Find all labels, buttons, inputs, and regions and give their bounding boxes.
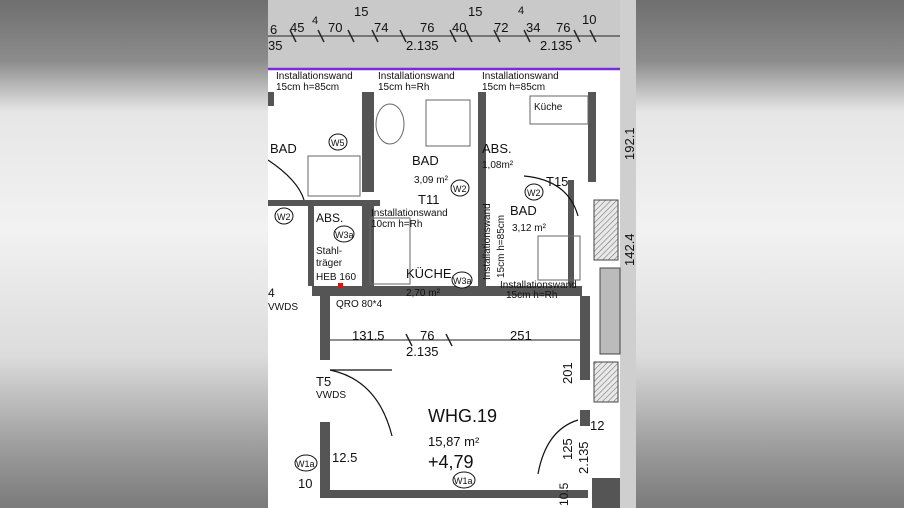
marker-w3a-left: W3a [335, 230, 354, 240]
dim-top-0: 6 [270, 22, 277, 37]
marker-w2-left: W2 [277, 212, 291, 222]
dim-top-12: 76 [556, 20, 570, 35]
dim-12-5: 12.5 [332, 450, 357, 465]
dim-192-1: 192.1 [622, 127, 636, 160]
kuche-top-label: Küche [534, 102, 563, 113]
room-bad-mid: BAD [412, 153, 439, 168]
room-abs-top: ABS. [482, 141, 512, 156]
room-bad-mid-area: 3,09 m² [414, 175, 449, 186]
dim-top-3: 70 [328, 20, 342, 35]
dim-top-1: 45 [290, 20, 304, 35]
inst-wand-bottom: Installationswand [500, 280, 577, 291]
mid-ticks [405, 333, 453, 347]
room-bad-right: BAD [510, 203, 537, 218]
marker-w1a-left: W1a [296, 459, 315, 469]
hatched-wall-2 [593, 361, 619, 403]
room-bad-right-area: 3,12 m² [512, 223, 547, 234]
door-t5-vwds: VWDS [316, 390, 346, 401]
door-t15: T15 [546, 174, 568, 189]
inst-wand-10-label: Installationswand [371, 208, 448, 219]
dim-mid-2: 2.135 [540, 38, 573, 53]
inst-wand-vertical: Installationswand [482, 203, 493, 280]
floor-plan-image: 6 45 4 70 15 74 76 40 15 72 4 34 76 10 3… [268, 0, 636, 508]
steel-beam-2: träger [316, 258, 343, 269]
dim-12: 12 [590, 418, 604, 433]
dim-125: 125 [560, 438, 575, 460]
inst-wand-height-3: 15cm h=85cm [482, 82, 545, 93]
steel-beam-1: Stahl- [316, 246, 342, 257]
inst-wand-10-height: 10cm h=Rh [371, 219, 422, 230]
dim-top-5: 74 [374, 20, 388, 35]
dim-mid-0: 35 [268, 38, 282, 53]
room-abs-left: ABS. [316, 211, 343, 225]
vwds-left: VWDS [268, 302, 298, 313]
dim-top-11: 34 [526, 20, 540, 35]
qro-label: QRO 80*4 [336, 299, 383, 310]
room-kuche: KÜCHE [406, 266, 452, 281]
inst-wand-label-2: Installationswand [378, 71, 455, 82]
marker-w5: W5 [331, 138, 345, 148]
dim-201: 201 [560, 362, 575, 384]
dim-2-135: 2.135 [406, 344, 439, 359]
dim-top-7: 40 [452, 20, 466, 35]
dim-top-9: 72 [494, 20, 508, 35]
dim-top-8: 15 [468, 4, 482, 19]
dim-top-6: 76 [420, 20, 434, 35]
room-bad-left: BAD [270, 141, 297, 156]
dim-142-4: 142.4 [622, 233, 636, 266]
dim-top-4: 15 [354, 4, 368, 19]
blurred-background-right [636, 0, 904, 508]
marker-w1a-bottom: W1a [454, 476, 473, 486]
dim-76: 76 [420, 328, 434, 343]
blurred-background-left [0, 0, 268, 508]
dim-top-2: 4 [312, 15, 318, 27]
marker-w2-right: W2 [527, 188, 541, 198]
dimension-ticks [289, 29, 597, 43]
wall-type-markers [274, 133, 544, 489]
room-abs-top-area: 1,08m² [482, 160, 514, 171]
dim-131-5: 131.5 [352, 328, 385, 343]
dim-top-13: 10 [582, 12, 596, 27]
door-t5: T5 [316, 374, 331, 389]
dim-2-135-vertical: 2.135 [576, 441, 591, 474]
num-4: 4 [268, 286, 275, 300]
marker-w2-mid: W2 [453, 184, 467, 194]
door-t11: T11 [418, 192, 439, 207]
apartment-area: 15,87 m² [428, 434, 480, 449]
dim-mid-1: 2.135 [406, 38, 439, 53]
dim-10-5: 10.5 [557, 482, 571, 506]
door-swings [268, 159, 579, 475]
right-margin-band [620, 0, 636, 508]
inst-wand-label-1: Installationswand [276, 71, 353, 82]
inst-wand-height-1: 15cm h=85cm [276, 82, 339, 93]
floor-plan-drawing: 6 45 4 70 15 74 76 40 15 72 4 34 76 10 3… [268, 0, 636, 508]
marker-w3a-right: W3a [453, 276, 472, 286]
apartment-number: WHG.19 [428, 406, 497, 426]
dim-10: 10 [298, 476, 312, 491]
hatched-wall-1 [593, 199, 619, 261]
red-marker [338, 283, 343, 288]
inst-wand-bottom-height: 15cm h=Rh [506, 290, 557, 301]
dim-top-10: 4 [518, 5, 524, 17]
inst-wand-label-3: Installationswand [482, 71, 559, 82]
dim-251: 251 [510, 328, 532, 343]
inst-wand-vertical-height: 15cm h=85cm [496, 215, 507, 278]
room-kuche-area: 2,70 m² [406, 288, 441, 299]
fixtures [307, 95, 589, 285]
column-section [599, 267, 621, 355]
floor-level: +4,79 [428, 452, 474, 472]
inst-wand-height-2: 15cm h=Rh [378, 82, 429, 93]
steel-beam-3: HEB 160 [316, 272, 356, 283]
